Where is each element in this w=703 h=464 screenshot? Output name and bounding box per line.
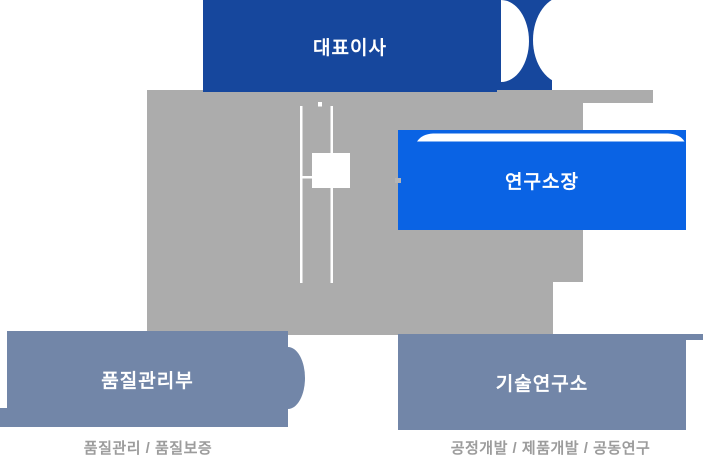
tech-institute-label: 기술연구소 <box>495 373 589 395</box>
tech-caption: 공정개발 / 제품개발 / 공동연구 <box>450 440 651 457</box>
crescent-cutout-left-icon <box>501 0 529 82</box>
quality-department-label: 품질관리부 <box>101 370 194 392</box>
quality-caption: 품질관리 / 품질보증 <box>83 440 213 457</box>
connector-vertical-line-left <box>300 106 303 283</box>
quality-department-box: 품질관리부 <box>7 331 288 427</box>
connector-node-square <box>312 153 350 188</box>
ceo-label: 대표이사 <box>313 37 387 59</box>
connector-vertical-line-right <box>330 106 333 283</box>
connector-stub <box>300 176 312 179</box>
research-director-box: 연구소장 <box>398 130 686 230</box>
tech-box-top-strip <box>686 334 703 340</box>
ceo-decoration-block <box>497 0 552 90</box>
crescent-cutout-right-icon <box>533 0 597 84</box>
connector-top-dot <box>318 102 322 107</box>
quality-box-foot <box>0 408 7 427</box>
tech-institute-box: 기술연구소 <box>398 334 686 430</box>
research-director-label: 연구소장 <box>505 171 579 193</box>
ceo-box: 대표이사 <box>203 0 497 92</box>
